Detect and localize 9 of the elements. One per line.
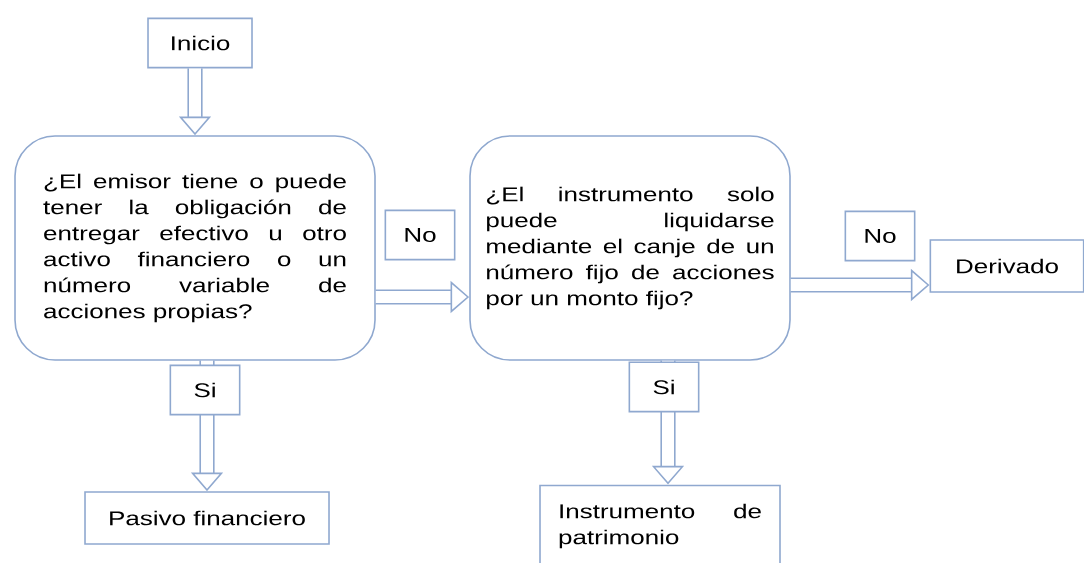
edge-label: No (384, 209, 456, 261)
edge-label: Si (169, 364, 241, 416)
edge-label: No (844, 210, 916, 262)
decision-box: ¿El emisor tiene o puede tener la obligación de entregar efectivo u otro activo financiero o un número variable de acciones propias? (14, 135, 376, 361)
process-box: Inicio (147, 17, 253, 69)
process-box: Instrumento de patrimonio (539, 484, 781, 563)
process-box: Derivado (929, 239, 1084, 293)
decision-box: ¿El instrumento solo puede liquidarse mediante el canje de un número fijo de acciones por un monto fijo? (469, 135, 791, 361)
edge-label: Si (628, 361, 700, 413)
